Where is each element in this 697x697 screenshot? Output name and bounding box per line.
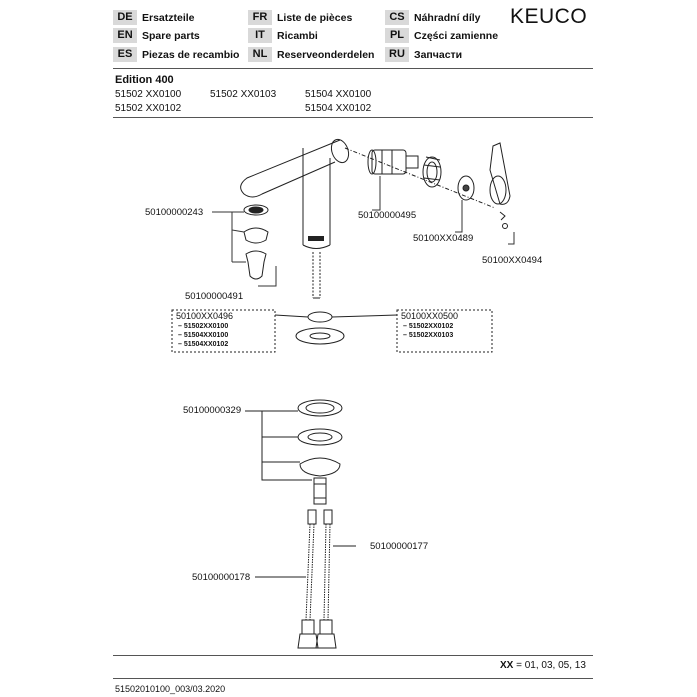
lang-code: NL xyxy=(248,47,272,62)
box-left-line: – 51502XX0100 xyxy=(178,323,229,330)
variants-prefix: XX xyxy=(500,660,514,671)
lang-code: EN xyxy=(113,28,137,43)
lever-handle xyxy=(489,142,511,205)
box-left-frame xyxy=(171,309,276,353)
part-label-hose: 50100000177 xyxy=(370,541,429,552)
article-number: 51504 XX0102 xyxy=(305,103,372,114)
box-left-line: – 51504XX0100 xyxy=(178,332,229,339)
part-label-hose-long: 50100000178 xyxy=(192,572,251,583)
lang-label: Spare parts xyxy=(142,29,200,42)
lang-label: Запчасти xyxy=(414,48,463,61)
lang-pl: PL Części zamienne xyxy=(385,27,498,44)
article-number: 51502 XX0102 xyxy=(115,103,182,114)
part-label-aerator: 50100000243 xyxy=(145,207,204,218)
lang-label: Náhradní díly xyxy=(414,11,481,24)
hex-key xyxy=(499,211,508,229)
lang-label: Piezas de recambio xyxy=(142,48,240,61)
footer-divider-bottom xyxy=(113,678,593,679)
lang-code: DE xyxy=(113,10,137,25)
box-left-line: – 51504XX0102 xyxy=(178,341,229,348)
box-right-title: 50100XX0500 xyxy=(401,311,459,321)
cartridge-nut xyxy=(422,156,442,188)
lang-code: ES xyxy=(113,47,137,62)
part-label-cartridge: 50100000495 xyxy=(358,210,417,221)
connection-hoses xyxy=(255,509,356,649)
variants-note: XX = 01, 03, 05, 13 xyxy=(500,660,586,671)
box-left-title: 50100XX0496 xyxy=(176,311,234,321)
faucet-body xyxy=(240,138,350,249)
lang-en: EN Spare parts xyxy=(113,27,200,44)
box-right-line: – 51502XX0103 xyxy=(403,332,454,339)
document-number: 51502010100_003/03.2020 xyxy=(115,684,226,694)
lang-code: RU xyxy=(385,47,409,62)
mounting-set xyxy=(245,399,343,505)
lang-code: PL xyxy=(385,28,409,43)
header-divider xyxy=(113,68,593,69)
base-plate xyxy=(274,311,398,345)
box-right-frame xyxy=(396,309,493,353)
lang-label: Reserveonderdelen xyxy=(277,48,375,61)
lang-code: CS xyxy=(385,10,409,25)
lang-ru: RU Запчасти xyxy=(385,46,462,63)
lang-it: IT Ricambi xyxy=(248,27,318,44)
part-label-mounting-set: 50100000329 xyxy=(183,405,242,416)
cartridge xyxy=(367,149,419,175)
lang-label: Ricambi xyxy=(277,29,318,42)
lang-label: Części zamienne xyxy=(414,29,499,42)
lang-de: DE Ersatzteile xyxy=(113,9,195,26)
lang-cs: CS Náhradní díly xyxy=(385,9,481,26)
lang-label: Ersatzteile xyxy=(142,11,195,24)
article-number: 51504 XX0100 xyxy=(305,89,372,100)
part-label-lever: 50100XX0494 xyxy=(482,255,543,266)
aerator xyxy=(243,204,269,280)
lang-nl: NL Reserveonderdelen xyxy=(248,46,374,63)
lang-fr: FR Liste de pièces xyxy=(248,9,352,26)
variants-text: = 01, 03, 05, 13 xyxy=(516,660,586,671)
part-label-cap: 50100XX0489 xyxy=(413,233,474,244)
edition-title: Edition 400 xyxy=(115,74,174,86)
assembly-axis xyxy=(344,147,496,209)
lang-code: IT xyxy=(248,28,272,43)
lever-cap xyxy=(457,175,475,201)
lang-label: Liste de pièces xyxy=(277,11,353,24)
lang-es: ES Piezas de recambio xyxy=(113,46,239,63)
leader-lines xyxy=(212,176,515,287)
brand-logo: KEUCO xyxy=(510,5,588,28)
footer-divider-top xyxy=(113,655,593,656)
part-label-mixer-insert: 50100000491 xyxy=(185,291,244,302)
lang-code: FR xyxy=(248,10,272,25)
box-right-line: – 51502XX0102 xyxy=(403,323,454,330)
edition-divider xyxy=(113,117,593,118)
threaded-rod xyxy=(312,252,321,299)
article-number: 51502 XX0103 xyxy=(210,89,277,100)
article-number: 51502 XX0100 xyxy=(115,89,182,100)
